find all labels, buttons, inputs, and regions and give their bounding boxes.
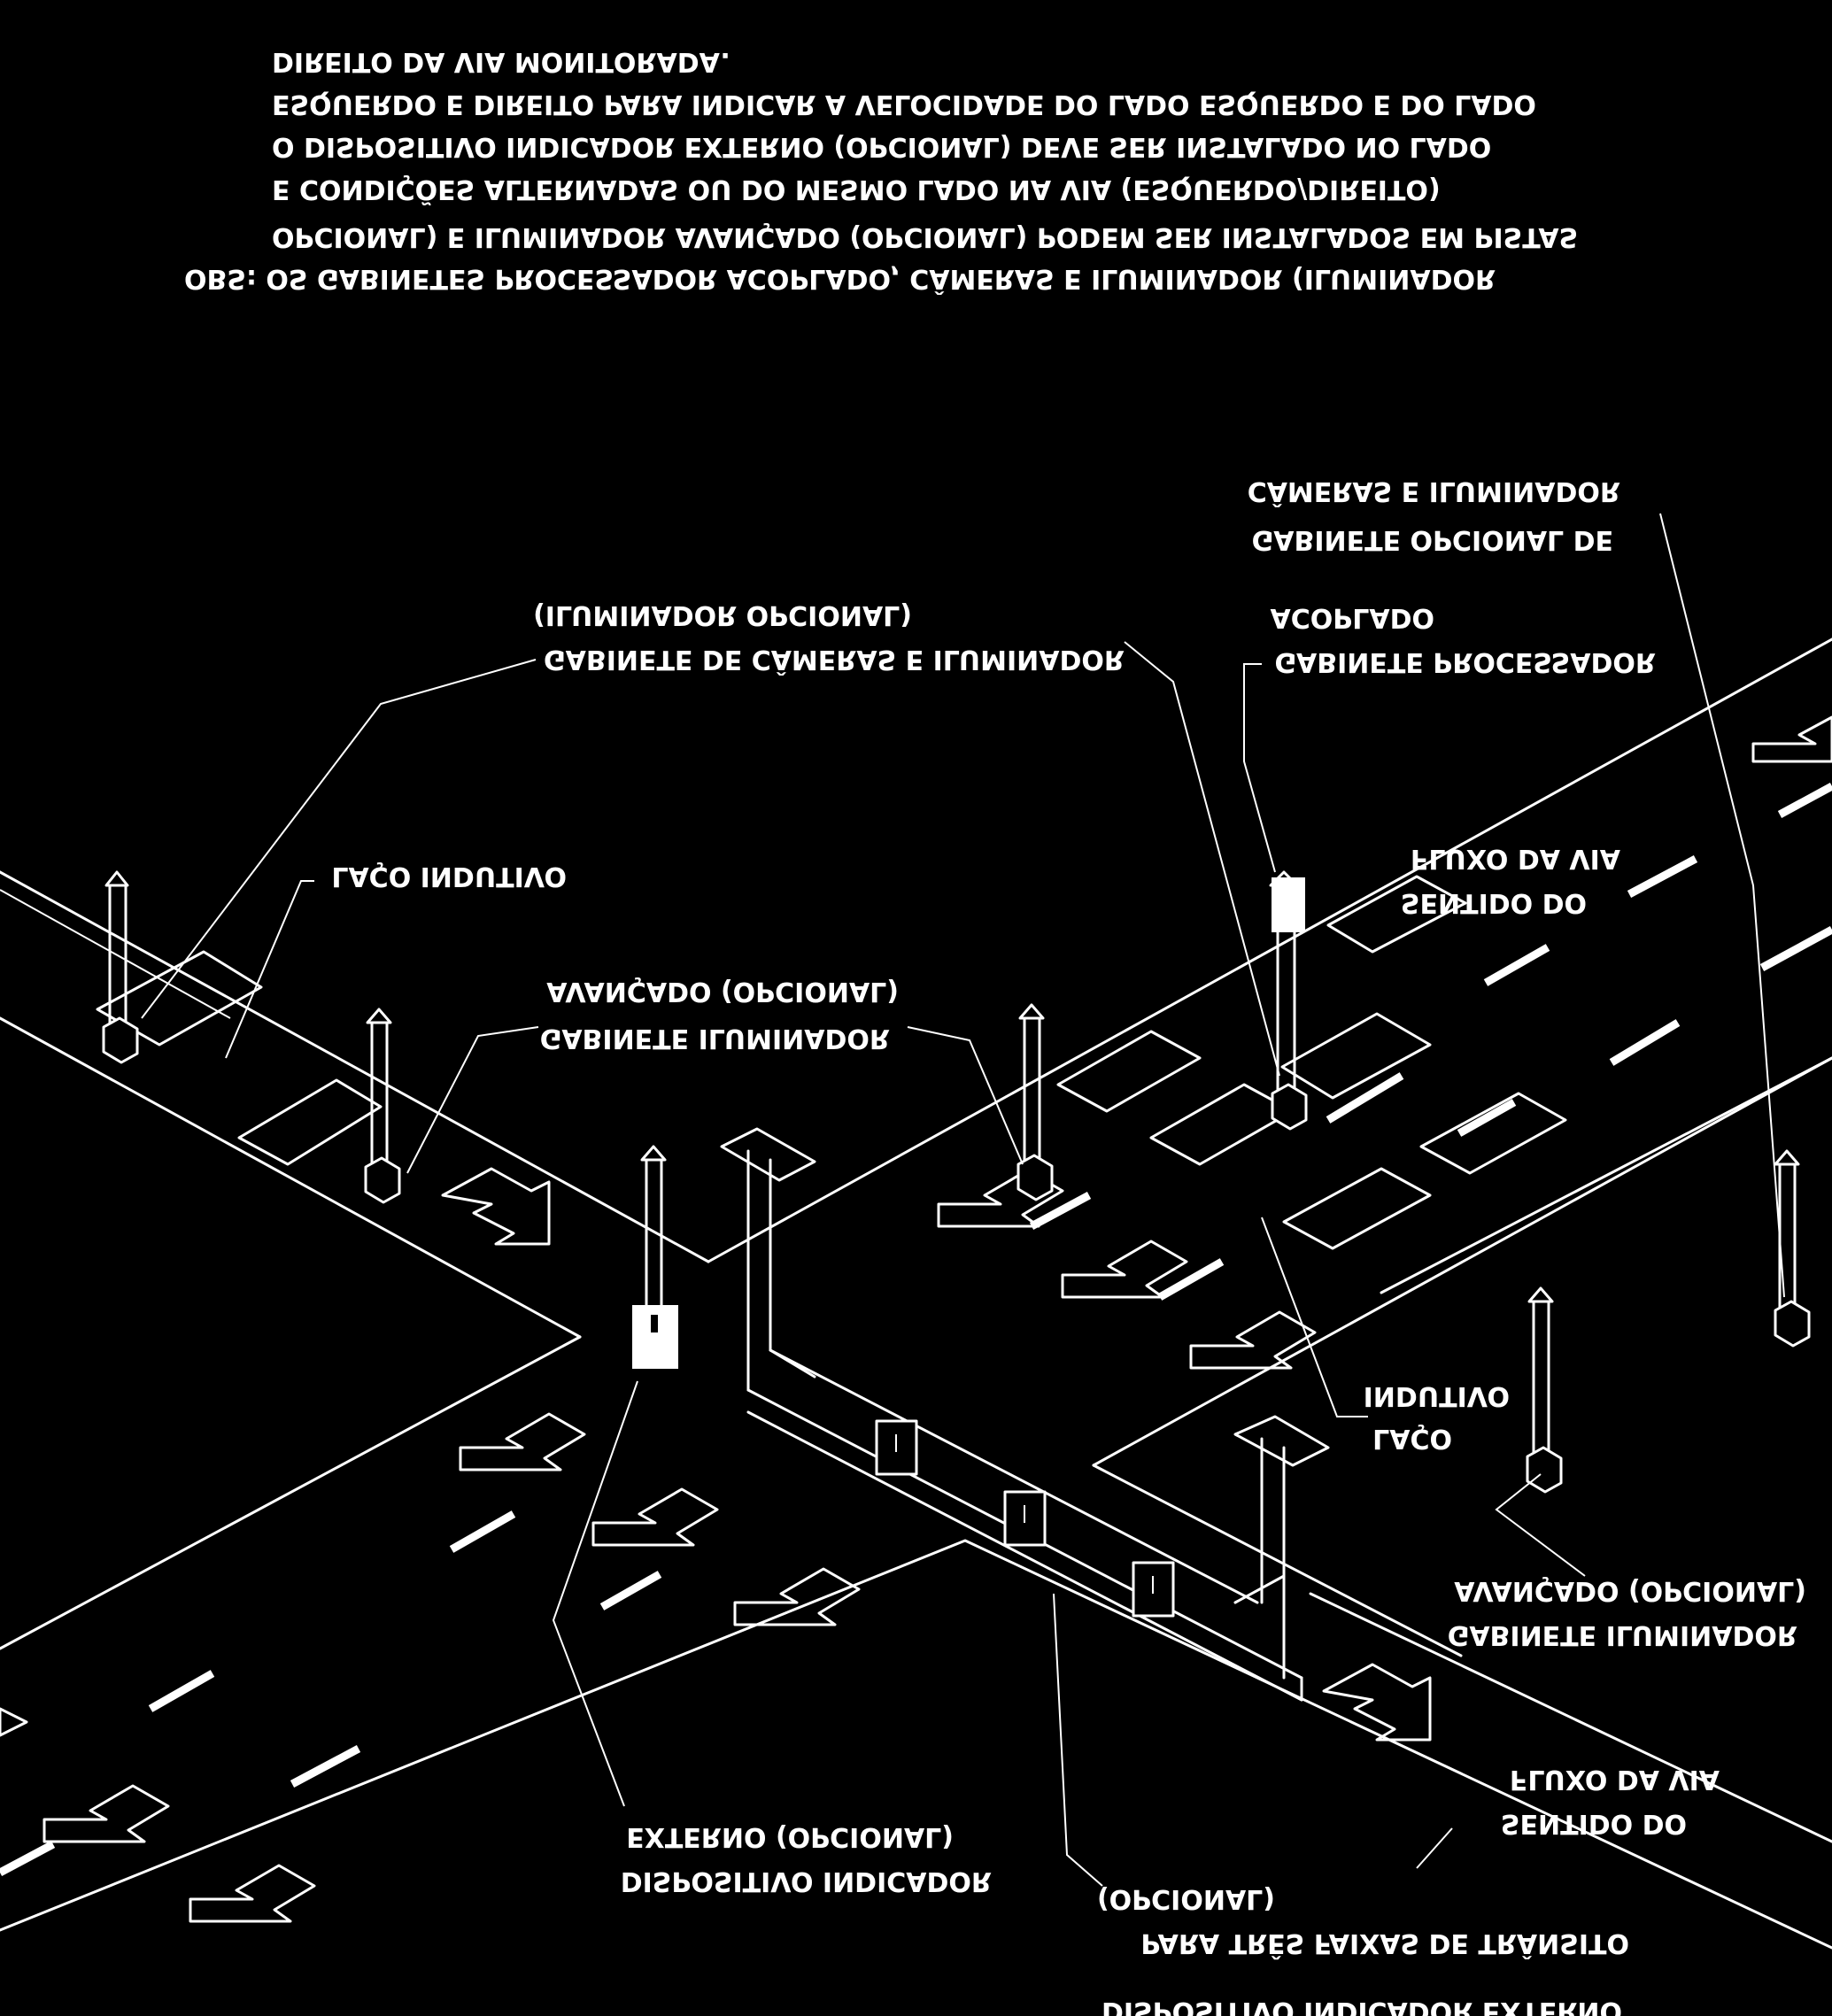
arrow-left-8 <box>189 1864 316 1923</box>
label-illuminator-center-line1: AVANÇADO (OPCIONAL) <box>546 976 899 1007</box>
label-three-lanes-line2: PARA TRÊS FAIXAS DE TRÂNSITO <box>1140 1927 1629 1959</box>
pole-illuminator-center <box>1016 1003 1054 1201</box>
loop-3 <box>1056 1030 1202 1113</box>
pole-camera-left <box>102 870 139 1064</box>
note-line-2: ESQUERDO E DIREITO PARA INDICAR A VELOCI… <box>272 89 1536 120</box>
arrow-left-9 <box>1751 715 1832 763</box>
leader-lines <box>141 513 1785 1887</box>
arrow-left-1 <box>937 1169 1064 1228</box>
label-flow-bottom-right-line1: FLUXO DA VIA <box>1510 1764 1720 1795</box>
arrow-left-7 <box>43 1784 170 1843</box>
label-flow-top-right-line1: FLUXO DA VIA <box>1411 843 1621 874</box>
label-inductive-loop-mid-line2: LAÇO <box>1372 1423 1452 1454</box>
label-processor-line1: ACOPLADO <box>1271 602 1434 633</box>
label-inductive-loop-top: LAÇO INDUTIVO <box>331 861 567 892</box>
camera-cabinet-left <box>102 1016 139 1064</box>
note-line-4: E CONDIÇÕES ALTERNADAS OU DO MESMO LADO … <box>272 174 1441 206</box>
arrow-left-5 <box>591 1487 719 1547</box>
processor-cabinet-base <box>1271 1083 1308 1131</box>
label-three-lanes-line3: DISPOSITIVO INDICADOR EXTERNO <box>1102 1996 1622 2016</box>
notes-text: DIREITO DA VIA MONITORADA. ESQUERDO E DI… <box>184 46 1578 295</box>
illuminator-cabinet-right <box>1526 1446 1563 1494</box>
label-flow-top-right-line2: SENTIDO DO <box>1401 887 1587 918</box>
label-external-indicator-line2: DISPOSITIVO INDICADOR <box>621 1865 992 1896</box>
label-external-indicator-line1: EXTERNO (OPCIONAL) <box>626 1821 954 1852</box>
arrow-left-6 <box>733 1567 861 1626</box>
arrow-left-2 <box>1061 1240 1188 1299</box>
illuminator-cabinet-left <box>364 1156 401 1204</box>
pole-illuminator-right <box>1526 1286 1563 1494</box>
illuminator-cabinet-center <box>1016 1154 1054 1201</box>
pole-processor <box>1269 870 1308 1131</box>
label-processor-line2: GABINETE PROCESSADOR <box>1274 646 1656 677</box>
note-line-1: DIREITO DA VIA MONITORADA. <box>272 46 730 77</box>
loop-1 <box>96 950 263 1047</box>
arrow-left-3 <box>1189 1310 1317 1370</box>
optional-camera-cabinet <box>1774 1300 1811 1348</box>
loop-2 <box>237 1078 383 1166</box>
arrow-left-4 <box>459 1412 586 1471</box>
arrow-partial-left <box>0 1707 28 1737</box>
pole-indicator-center <box>632 1145 678 1369</box>
note-line-3: O DISPOSITIVO INDICADOR EXTERNO (OPCIONA… <box>272 131 1491 162</box>
flow-arrows <box>0 715 1832 1923</box>
processor-cabinet <box>1272 877 1305 932</box>
label-optional-cabinet-line2: GABINETE OPCIONAL DE <box>1252 524 1613 555</box>
road-edges <box>0 637 1832 1950</box>
note-line-5: OPCIONAL) E ILUMINADOR AVANÇADO (OPCIONA… <box>272 221 1578 252</box>
poles <box>102 870 1811 1494</box>
label-illuminator-center-line2: GABINETE ILUMINADOR <box>540 1023 890 1054</box>
loop-7 <box>1282 1167 1432 1250</box>
arrow-right-1 <box>441 1167 551 1246</box>
label-three-lanes-line1: (OPCIONAL) <box>1097 1883 1275 1914</box>
loop-6 <box>1419 1092 1567 1175</box>
label-illuminator-right-line1: AVANÇADO (OPCIONAL) <box>1454 1575 1806 1606</box>
lane-dashes <box>0 783 1832 1876</box>
label-illuminator-right-line2: GABINETE ILUMINADOR <box>1448 1619 1797 1650</box>
inductive-loops <box>96 875 1567 1250</box>
gantry-structure <box>720 1127 1330 1702</box>
label-camera-cabinet-line2: GABINETE DE CÂMERAS E ILUMINADOR <box>544 644 1125 676</box>
pole-illuminator-left <box>364 1008 401 1204</box>
label-optional-cabinet-line1: CÂMERAS E ILUMINADOR <box>1248 475 1620 507</box>
note-line-6: OBS: OS GABINETES PROCESSADOR ACOPLADO, … <box>184 263 1496 295</box>
loop-8 <box>1326 875 1467 954</box>
label-inductive-loop-mid-line1: INDUTIVO <box>1364 1380 1510 1411</box>
label-camera-cabinet-line1: (ILUMINADOR OPCIONAL) <box>533 599 912 630</box>
loop-5 <box>1280 1012 1432 1100</box>
arrow-right-2 <box>1322 1663 1432 1742</box>
labels: CÂMERAS E ILUMINADOR GABINETE OPCIONAL D… <box>331 475 1806 2016</box>
label-flow-bottom-right-line2: SENTIDO DO <box>1501 1808 1687 1839</box>
